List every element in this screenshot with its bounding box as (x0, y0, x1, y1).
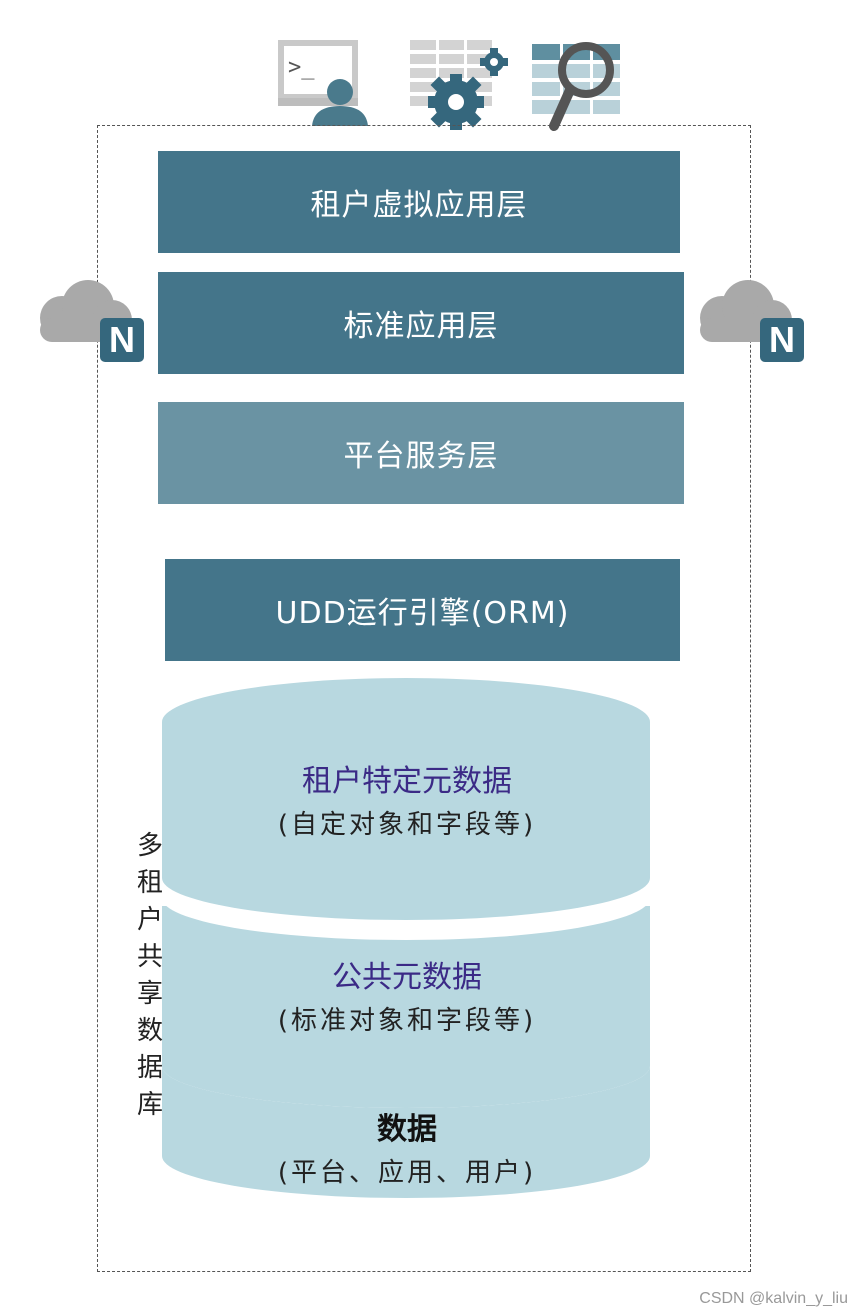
table-gear-icon (410, 40, 508, 130)
tier-public-text: 公共元数据 (标准对象和字段等) (160, 952, 654, 1037)
tenant-virtual-app-layer: 租户虚拟应用层 (158, 151, 680, 253)
table-search-icon (532, 42, 620, 131)
tier-title: 公共元数据 (332, 960, 482, 995)
tier-title: 数据 (377, 1112, 437, 1147)
cylinder-tier-tenant-metadata (162, 678, 650, 920)
terminal-user-icon: >_ (278, 40, 368, 126)
tier-data-text: 数据 (平台、应用、用户) (160, 1104, 654, 1189)
svg-text:>_: >_ (288, 55, 315, 80)
standard-app-layer: 标准应用层 (158, 272, 684, 374)
udd-engine-label: UDD运行引擎(ORM) (275, 596, 570, 631)
multi-tenant-db-label: 多 租 户 共 享 数 据 库 (136, 831, 163, 1120)
platform-service-layer: 平台服务层 (158, 402, 684, 504)
tier-subtitle: (自定对象和字段等) (277, 810, 537, 840)
tier-subtitle: (标准对象和字段等) (277, 1006, 537, 1036)
tier-tenant-text: 租户特定元数据 (自定对象和字段等) (160, 756, 654, 841)
udd-engine-layer: UDD运行引擎(ORM) (165, 559, 680, 661)
n-badge-left: N (100, 318, 144, 362)
database-cylinder (162, 678, 650, 1198)
standard-app-label: 标准应用层 (343, 309, 499, 344)
n-badge-right: N (760, 318, 804, 362)
system-boundary (97, 125, 751, 1272)
tenant-virtual-app-label: 租户虚拟应用层 (310, 188, 528, 223)
tier-title: 租户特定元数据 (302, 764, 512, 799)
tier-subtitle: (平台、应用、用户) (277, 1158, 537, 1188)
watermark: CSDN @kalvin_y_liu (699, 1290, 848, 1307)
platform-service-label: 平台服务层 (343, 439, 499, 474)
